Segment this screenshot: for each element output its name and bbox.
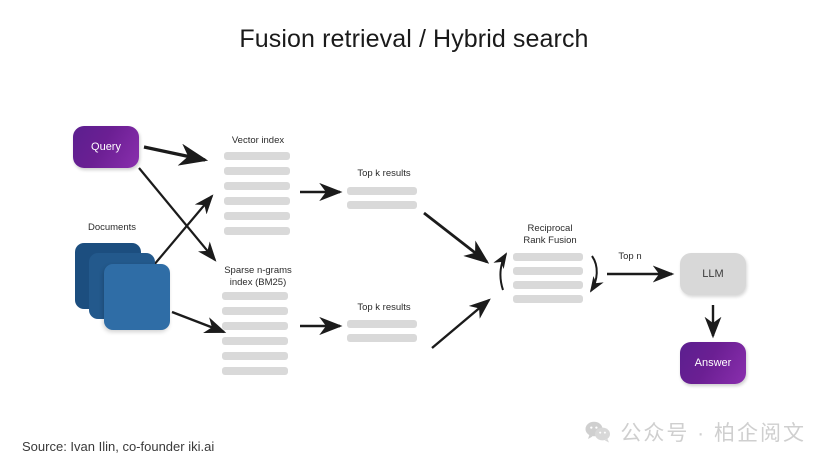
index-bar [222,367,288,375]
node-answer[interactable]: Answer [680,342,746,384]
arrow-topk-lower-to-fusion [431,298,491,349]
fusion-bars [513,253,583,309]
arrow-fusion-loop-left [493,252,508,291]
sparse-index-bars [222,292,288,382]
index-bar [513,295,583,303]
index-bar [224,197,290,205]
arrow-query-to-vector [143,143,209,166]
index-bar [347,187,417,195]
index-bar [224,167,290,175]
sparse-index-label: Sparse n-grams index (BM25) [224,265,292,288]
index-bar [224,152,290,160]
arrow-topk-upper-to-fusion [423,211,490,264]
index-bar [224,227,290,235]
index-bar [222,307,288,315]
index-bar [347,334,417,342]
documents-stack[interactable] [75,243,171,331]
index-bar [513,253,583,261]
arrow-fusion-loop-right [589,255,604,293]
node-query[interactable]: Query [73,126,139,168]
page-title: Fusion retrieval / Hybrid search [239,25,589,53]
top-k-sparse-label: Top k results [357,302,411,313]
node-query-label: Query [91,141,121,153]
watermark-text: 公众号 · 柏企阅文 [620,422,806,445]
node-answer-label: Answer [694,357,732,369]
index-bar [222,337,288,345]
top-k-vector-bars [347,187,417,215]
document-card-front [104,264,170,330]
index-bar [513,267,583,275]
top-n-label: Top n [618,251,642,262]
index-bar [222,292,288,300]
fusion-label: Reciprocal Rank Fusion [523,223,577,246]
index-bar [347,320,417,328]
node-llm[interactable]: LLM [680,253,746,295]
index-bar [347,201,417,209]
top-k-vector-label: Top k results [357,168,411,179]
vector-index-label: Vector index [231,135,285,146]
watermark: 公众号 · 柏企阅文 [585,417,806,447]
index-bar [222,352,288,360]
index-bar [513,281,583,289]
documents-label: Documents [87,222,137,233]
source-note: Source: Ivan Ilin, co-founder iki.ai [22,439,215,454]
index-bar [224,212,290,220]
index-bar [224,182,290,190]
arrow-documents-to-sparse [171,310,227,334]
node-llm-label: LLM [702,268,724,280]
vector-index-bars [224,152,290,242]
index-bar [222,322,288,330]
wechat-icon [585,421,611,443]
top-k-sparse-bars [347,320,417,348]
